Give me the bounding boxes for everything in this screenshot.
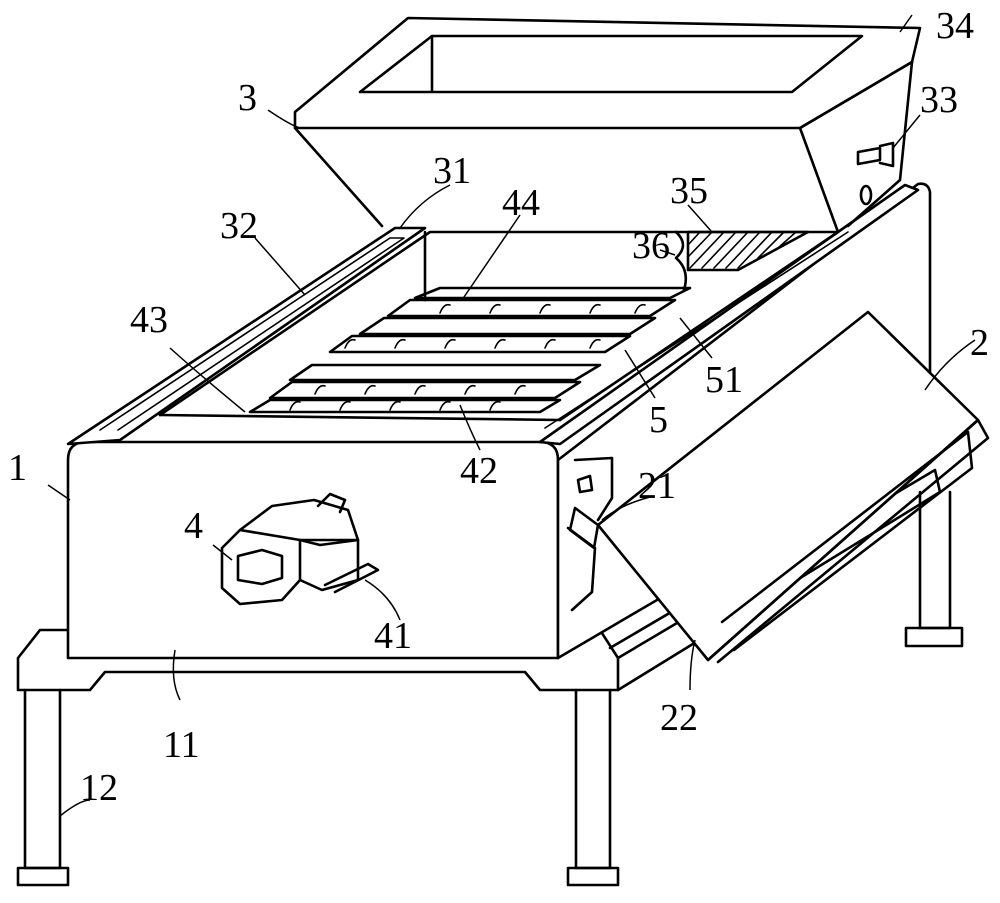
inner-tray — [158, 230, 840, 422]
label-22: 22 — [660, 697, 698, 739]
legs — [16, 490, 964, 887]
label-32: 32 — [220, 205, 258, 247]
part-labels: 1 2 3 4 5 11 12 21 22 31 32 33 34 35 36 … — [8, 5, 989, 809]
label-41: 41 — [374, 615, 412, 657]
label-3: 3 — [238, 77, 257, 119]
label-43: 43 — [130, 299, 168, 341]
label-5: 5 — [649, 399, 668, 441]
leader-lines — [47, 14, 976, 817]
label-2: 2 — [970, 322, 989, 364]
label-44: 44 — [502, 182, 540, 224]
label-34: 34 — [936, 5, 974, 47]
rollers — [248, 286, 692, 414]
label-42: 42 — [460, 450, 498, 492]
label-1: 1 — [8, 447, 27, 489]
label-21: 21 — [638, 465, 676, 507]
label-31: 31 — [433, 150, 471, 192]
motor — [220, 492, 380, 606]
label-36: 36 — [632, 225, 670, 267]
label-12: 12 — [80, 767, 118, 809]
hopper — [293, 16, 922, 234]
label-4: 4 — [184, 505, 203, 547]
label-51: 51 — [705, 359, 743, 401]
discharge-chute — [566, 310, 990, 664]
label-35: 35 — [670, 170, 708, 212]
hatched-block — [674, 230, 810, 292]
label-33: 33 — [920, 79, 958, 121]
label-11: 11 — [163, 724, 200, 766]
